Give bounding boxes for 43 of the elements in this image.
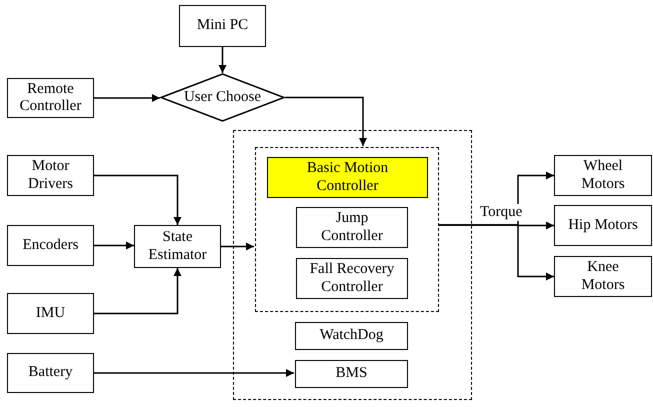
arrow [94, 268, 182, 314]
node-text: Encoders [22, 236, 78, 254]
node-text: Knee Motors [580, 259, 626, 294]
process-box [295, 322, 408, 350]
process-box [296, 258, 408, 299]
node-text: IMU [36, 304, 66, 322]
node-text: Battery [28, 364, 73, 382]
arrow [285, 96, 367, 146]
process-box [7, 293, 94, 334]
arrow [94, 369, 294, 377]
arrow [94, 242, 134, 250]
node-text: Fall Recovery Controller [308, 261, 396, 296]
node-text: Hip Motors [568, 216, 638, 234]
arrow [438, 224, 554, 280]
process-box [554, 256, 652, 297]
arrow [94, 94, 160, 102]
arrow [94, 174, 182, 225]
arrow [221, 242, 254, 250]
process-box [296, 207, 408, 248]
process-box [554, 205, 652, 246]
node-text: Wheel Motors [580, 158, 626, 193]
node-text: Mini PC [196, 17, 248, 35]
node-text: Motor Drivers [27, 158, 74, 193]
process-box [179, 5, 266, 47]
group-frame [233, 130, 472, 400]
process-box [554, 155, 652, 196]
process-box [295, 360, 408, 388]
process-box [134, 225, 221, 268]
node-text: Basic Motion Controller [306, 160, 390, 195]
node-text: State Estimator [147, 229, 208, 264]
process-box [7, 155, 94, 196]
group-frame [255, 147, 439, 312]
process-box [7, 225, 94, 266]
node-text: User Choose [184, 88, 262, 106]
process-box [7, 353, 94, 393]
process-box [7, 78, 94, 118]
edge-label: Torque [478, 204, 524, 220]
node-text: BMS [336, 365, 368, 383]
node-text: Jump Controller [320, 210, 384, 245]
process-box [267, 157, 428, 198]
node-text: WatchDog [320, 327, 384, 345]
arrow [218, 47, 226, 73]
node-text: Remote Controller [18, 80, 82, 116]
